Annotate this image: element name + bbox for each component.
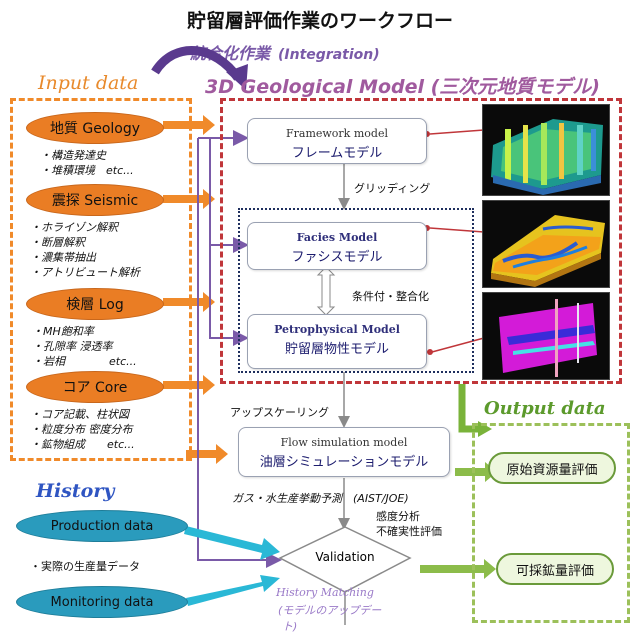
seismic-oval: 震探 Seismic [26,184,164,216]
facies-model-jp: ファシスモデル [291,250,383,265]
framework-model-box: Framework model フレームモデル [247,118,427,164]
petrophysical-model-box: Petrophysical Model 貯留層物性モデル [247,314,427,369]
bullet-item: ・ホライゾン解釈 [30,221,118,234]
page-title: 貯留層評価作業のワークフロー [186,10,453,32]
bullet-item: ・コア記載、柱状図 [30,408,129,421]
model-update-label: (モデルのアップデー [278,604,382,617]
framework-model-image [482,104,610,196]
facies-model-en: Facies Model [296,231,378,244]
upscaling-label: アップスケーリング [230,406,329,419]
petrophysical-model-image [482,292,610,380]
production-data-oval: Production data [16,510,188,542]
framework-model-jp: フレームモデル [291,146,383,161]
facies-model-image [482,200,610,288]
conditioning-label: 条件付・整合化 [352,290,429,303]
validation-label: Validation [315,550,375,564]
input-data-box [10,98,192,461]
bullet-item: ・孔隙率 浸透率 [32,340,113,353]
framework-model-en: Framework model [286,127,388,140]
bullet-item: ・鉱物組成 etc... [30,438,135,451]
model-3d-heading: 3D Geological Model (三次元地質モデル) [205,76,600,98]
validation-diamond [278,526,412,593]
integration-curve-arrow [151,45,242,81]
seismic-bullets: ・ホライゾン解釈 ・断層解釈 ・濃集帯抽出 ・アトリビュート解析 [30,220,140,280]
bullet-item: ・断層解釈 [30,236,85,249]
petrophysical-model-jp: 貯留層物性モデル [284,342,389,357]
input-data-heading: Input data [38,72,139,94]
integration-label: 統合化作業(Integration) [190,40,380,64]
bullet-item: ・アトリビュート解析 [30,266,140,279]
core-oval: コア Core [26,371,164,403]
geological-model-box [220,98,622,384]
flow-simulation-box: Flow simulation model 油層シミュレーションモデル [238,427,450,477]
flow-model-en: Flow simulation model [280,436,408,449]
integration-en: (Integration) [278,47,380,63]
output-data-heading: Output data [484,398,606,419]
geology-oval: 地質 Geology [26,112,164,144]
flow-model-jp: 油層シミュレーションモデル [259,455,429,470]
bullet-item: ・濃集帯抽出 [30,251,96,264]
resource-evaluation: 原始資源量評価 [488,452,616,484]
history-heading: History [36,480,115,502]
uncertainty-label: 不確実性評価 [376,525,442,538]
bullet-item: ・粒度分布 密度分布 [30,423,133,436]
geology-bullets: ・構造発達史 ・堆積環境 etc... [40,148,134,178]
petrophysical-model-en: Petrophysical Model [274,323,400,336]
sensitivity-label: 感度分析 [376,510,420,523]
prediction-label: ガス・水生産挙動予測 (AIST/JOE) [232,492,409,505]
bullet-item: ・構造発達史 [40,149,106,162]
monitoring-data-oval: Monitoring data [16,586,188,618]
facies-model-box: Facies Model ファシスモデル [247,222,427,270]
gridding-label: グリッディング [354,182,431,195]
recoverable-evaluation: 可採鉱量評価 [496,553,614,585]
output-data-box [472,423,630,623]
bullet-item: ・岩相 etc... [32,355,137,368]
core-bullets: ・コア記載、柱状図 ・粒度分布 密度分布 ・鉱物組成 etc... [30,407,135,452]
actual-production-label: ・実際の生産量データ [30,560,140,573]
bullet-item: ・MH飽和率 [32,325,94,338]
conditioning-box [238,208,474,373]
model-update-tail: ト) [282,620,298,633]
log-oval: 検層 Log [26,288,164,320]
history-matching-label: History Matching [276,586,374,599]
log-bullets: ・MH飽和率 ・孔隙率 浸透率 ・岩相 etc... [32,324,137,369]
bullet-item: ・堆積環境 etc... [40,164,134,177]
